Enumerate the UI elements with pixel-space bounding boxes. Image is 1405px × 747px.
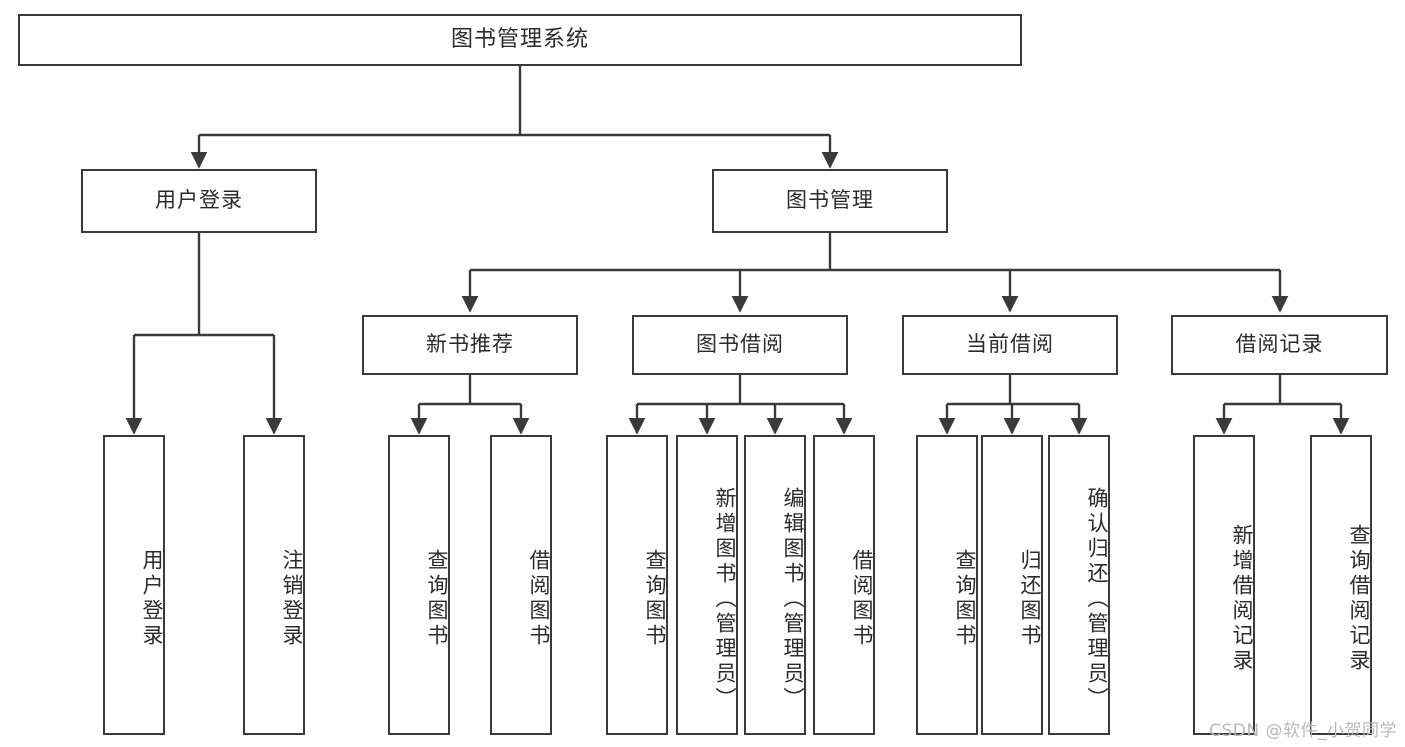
node-current-borrow[interactable]: 当前借阅 bbox=[902, 315, 1118, 375]
node-book-borrow[interactable]: 图书借阅 bbox=[632, 315, 848, 375]
leaf-query-book-2[interactable]: 查询图书 bbox=[606, 435, 668, 735]
node-new-book-recommend[interactable]: 新书推荐 bbox=[362, 315, 578, 375]
leaf-borrow-book-2[interactable]: 借阅图书 bbox=[813, 435, 875, 735]
leaf-confirm-return[interactable]: 确认归还（管理员） bbox=[1048, 435, 1110, 735]
leaf-add-record[interactable]: 新增借阅记录 bbox=[1193, 435, 1255, 735]
node-borrow-record[interactable]: 借阅记录 bbox=[1171, 315, 1388, 375]
leaf-user-login[interactable]: 用户登录 bbox=[103, 435, 165, 735]
leaf-query-record[interactable]: 查询借阅记录 bbox=[1310, 435, 1372, 735]
watermark: CSDN @软件_小贺同学 bbox=[1209, 721, 1397, 741]
leaf-query-book-3[interactable]: 查询图书 bbox=[916, 435, 978, 735]
leaf-add-book[interactable]: 新增图书（管理员） bbox=[676, 435, 738, 735]
leaf-user-logout[interactable]: 注销登录 bbox=[243, 435, 305, 735]
node-book-manage[interactable]: 图书管理 bbox=[712, 169, 948, 233]
leaf-edit-book[interactable]: 编辑图书（管理员） bbox=[744, 435, 806, 735]
leaf-return-book[interactable]: 归还图书 bbox=[981, 435, 1043, 735]
node-user-login[interactable]: 用户登录 bbox=[81, 169, 317, 233]
leaf-borrow-book-1[interactable]: 借阅图书 bbox=[490, 435, 552, 735]
leaf-query-book-1[interactable]: 查询图书 bbox=[388, 435, 450, 735]
node-root[interactable]: 图书管理系统 bbox=[18, 14, 1022, 66]
